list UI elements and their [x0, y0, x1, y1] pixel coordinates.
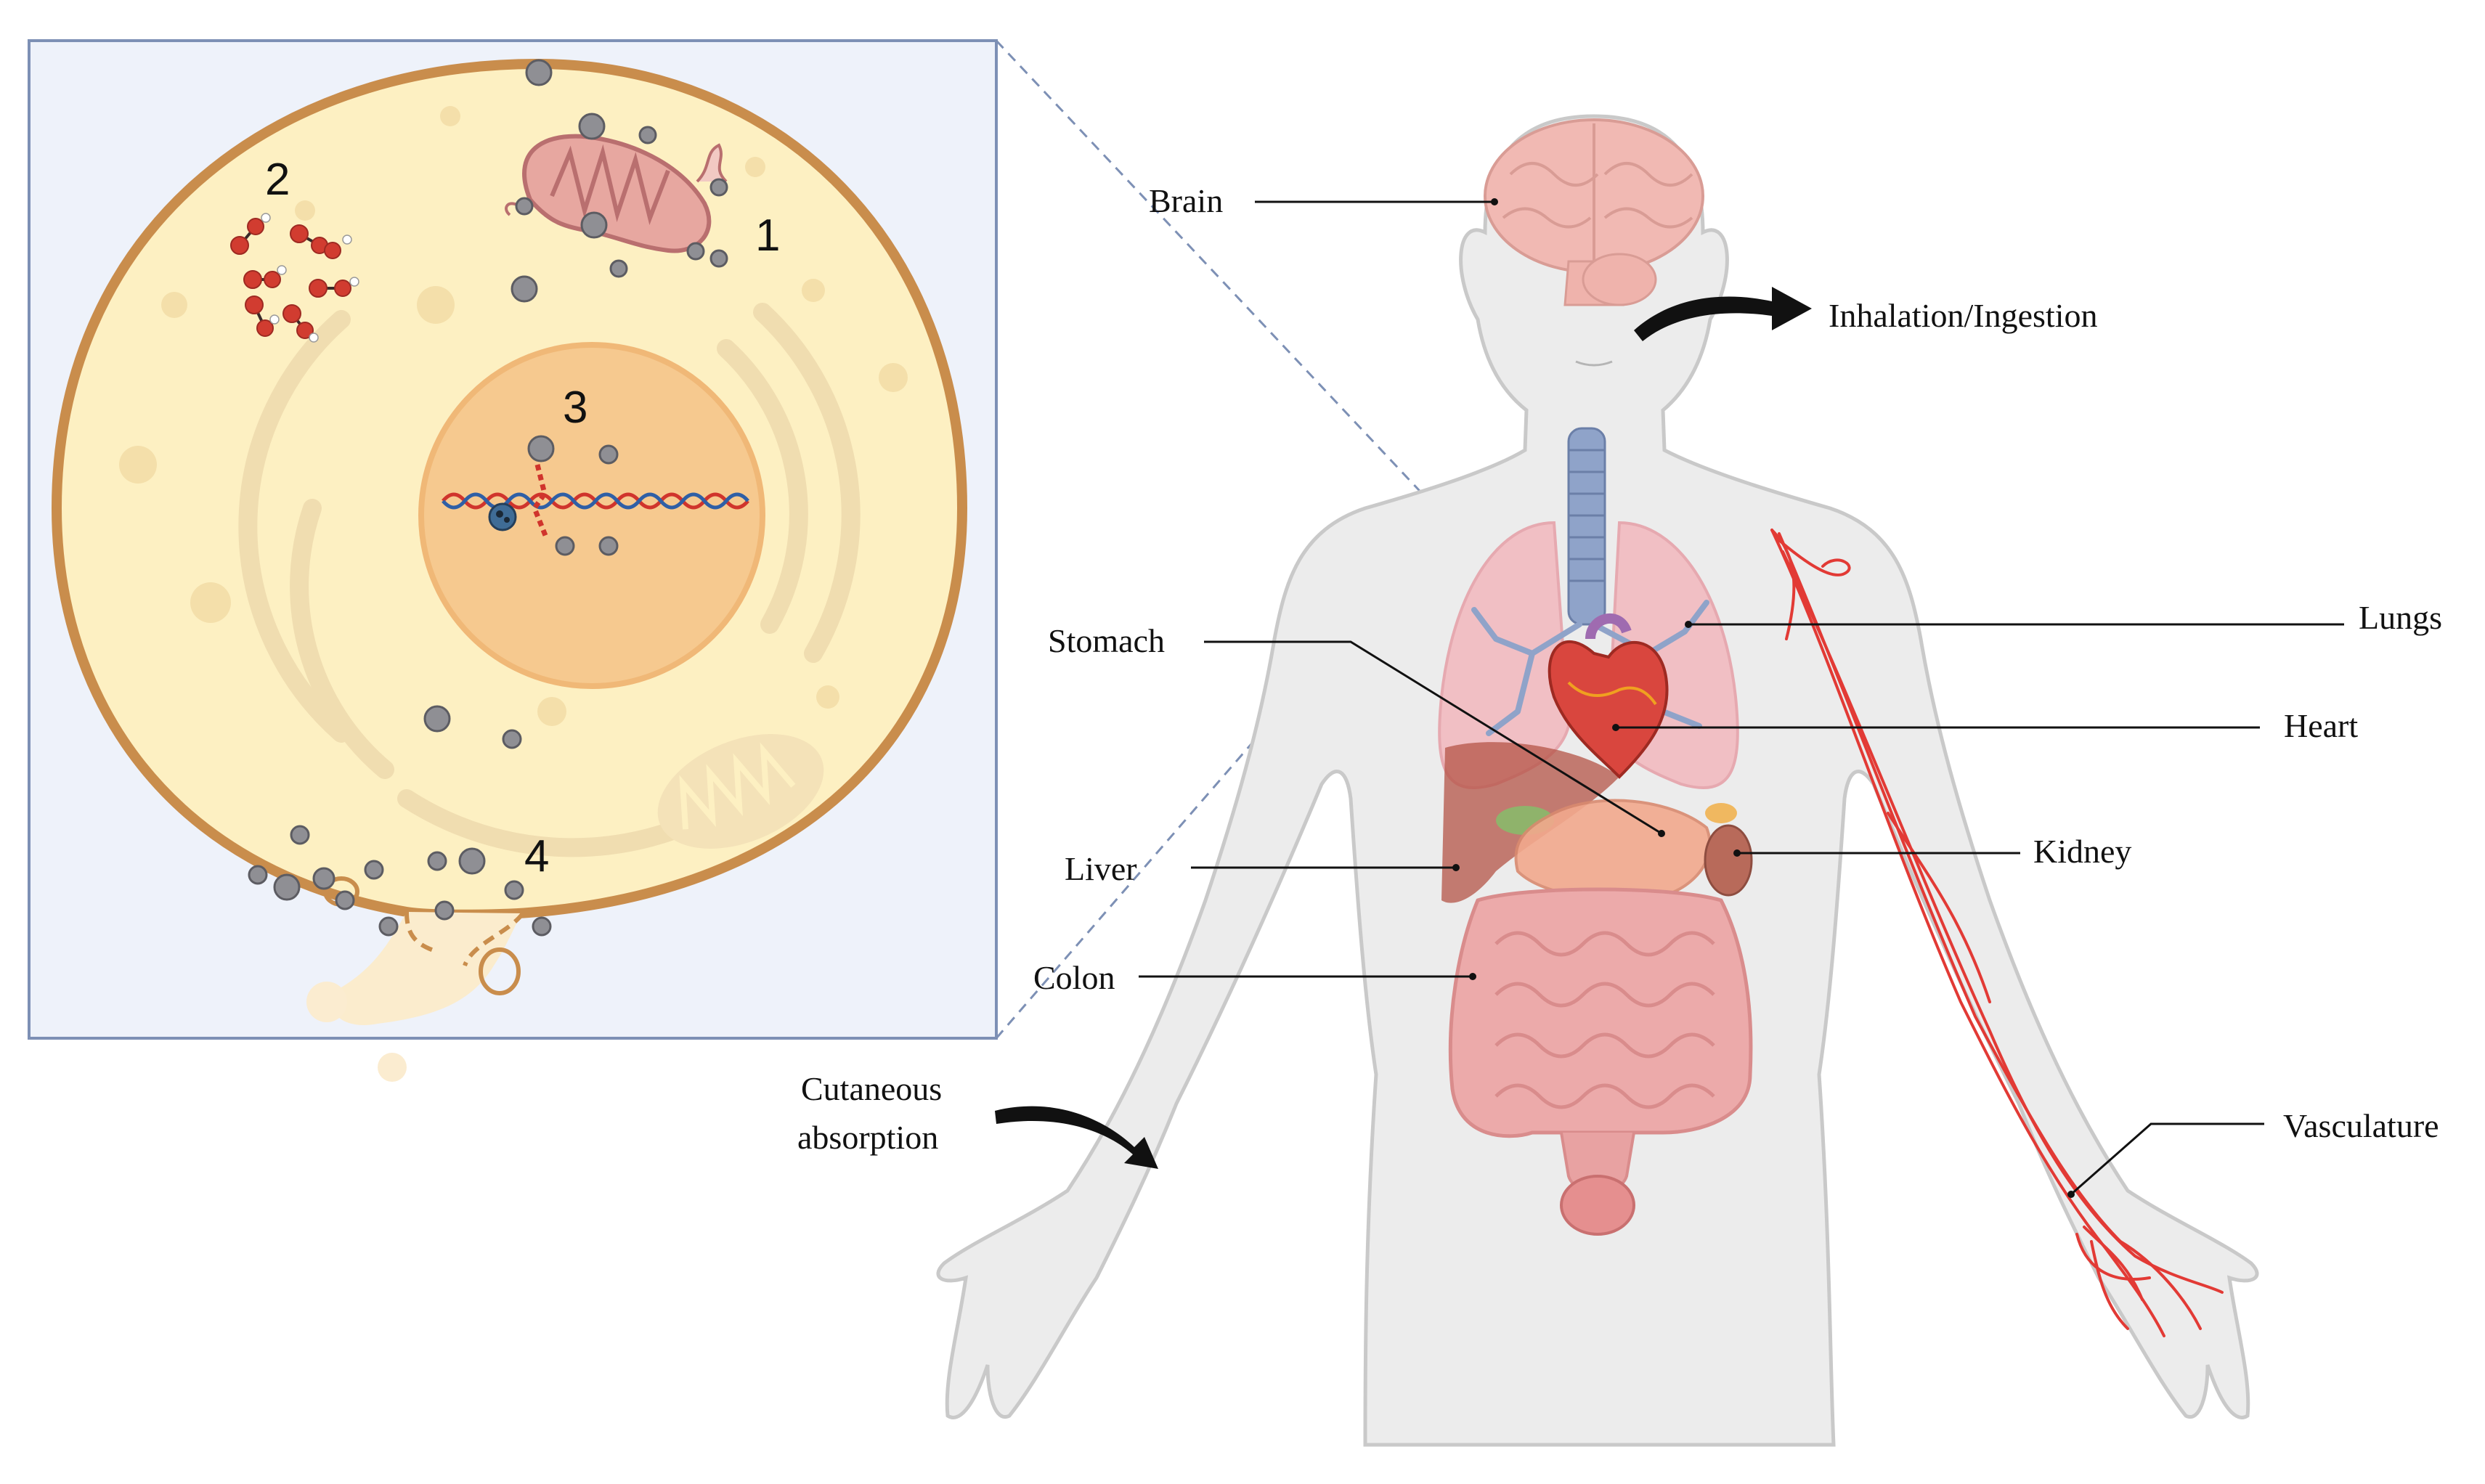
- label-cutaneous: Cutaneous: [801, 1070, 942, 1107]
- brain: [1484, 118, 1704, 306]
- mouth: [1575, 360, 1613, 367]
- leader-lines: [1139, 198, 2344, 1198]
- human-body: [936, 114, 2259, 1447]
- nucleus: [418, 342, 765, 689]
- cytoplasm-granules: [119, 106, 908, 726]
- labels: Brain Inhalation/Ingestion Stomach Lungs…: [797, 182, 2442, 1156]
- label-inhalation-ingestion: Inhalation/Ingestion: [1829, 297, 2097, 334]
- heart: [1547, 613, 1669, 779]
- label-colon: Colon: [1033, 959, 1115, 996]
- nanoparticles: [248, 59, 728, 937]
- label-liver: Liver: [1065, 850, 1137, 887]
- marker-3: 3: [563, 383, 587, 433]
- bladder: [1560, 1175, 1635, 1236]
- label-heart: Heart: [2284, 707, 2358, 744]
- adrenal: [1705, 803, 1737, 823]
- inhalation-arrow: [1634, 287, 1812, 341]
- background-mitochondrion: [657, 734, 824, 849]
- cutaneous-arrow: [995, 1106, 1158, 1169]
- vesicle: [479, 947, 521, 995]
- label-vasculature: Vasculature: [2283, 1107, 2439, 1144]
- cell-panel: 1 2 3 4: [28, 39, 998, 1082]
- ros-molecules: [230, 213, 359, 343]
- dna-strand: [442, 464, 749, 539]
- trachea: [1567, 427, 1606, 626]
- label-lungs: Lungs: [2359, 599, 2442, 636]
- exocytosis-bleb: [306, 876, 525, 1082]
- marker-4: 4: [524, 831, 549, 881]
- marker-2: 2: [265, 155, 290, 205]
- label-kidney: Kidney: [2033, 833, 2131, 870]
- vasculature: [1770, 529, 2224, 1337]
- dna-break: [532, 464, 549, 539]
- mitochondrion: [505, 134, 728, 253]
- adduct: [488, 502, 517, 531]
- label-brain: Brain: [1149, 182, 1223, 219]
- label-absorption: absorption: [797, 1119, 938, 1156]
- label-stomach: Stomach: [1048, 622, 1165, 659]
- marker-1: 1: [755, 211, 780, 261]
- intestines: [1448, 887, 1753, 1236]
- kidney: [1704, 824, 1753, 897]
